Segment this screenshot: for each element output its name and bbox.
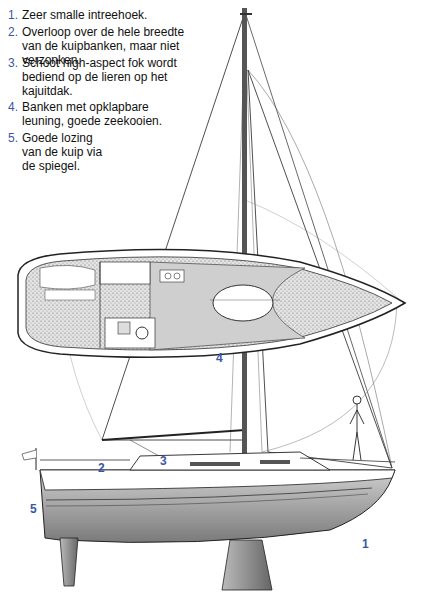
callout-number: 5 xyxy=(30,503,37,515)
list-text: Schoot high-aspect fok wordt bediend op … xyxy=(22,56,202,98)
list-number: 3. xyxy=(8,56,18,70)
callout-number: 2 xyxy=(98,462,105,474)
list-number: 2. xyxy=(8,25,18,39)
list-text: Zeer smalle intreehoek. xyxy=(22,8,212,22)
list-text: Goede lozing van de kuip via de spiegel. xyxy=(22,131,104,173)
callout-number: 3 xyxy=(160,455,167,467)
callout-number: 1 xyxy=(362,538,369,550)
list-text: Banken met opklapbare leuning, goede zee… xyxy=(22,100,172,128)
callout-number: 4 xyxy=(216,352,223,364)
list-number: 4. xyxy=(8,100,18,114)
list-number: 1. xyxy=(8,8,18,22)
list-number: 5. xyxy=(8,131,18,145)
